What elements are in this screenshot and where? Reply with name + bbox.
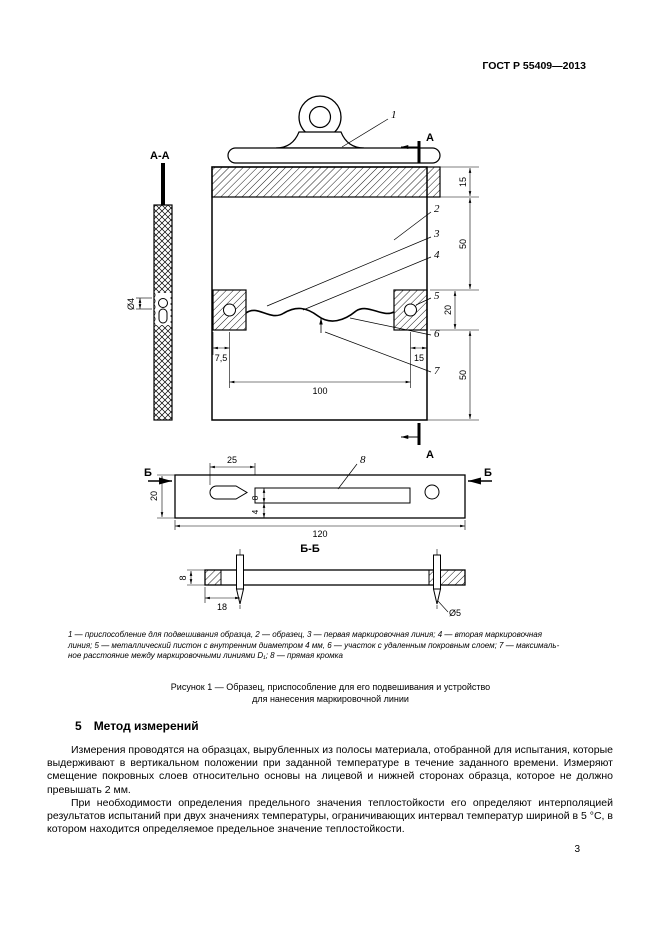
page-number: 3 — [574, 844, 580, 855]
legend-line-3: ное расстояние между маркировочными лини… — [68, 651, 343, 660]
dim-edge-width: 20 — [149, 491, 159, 501]
figure-legend: 1 — приспособление для подвешивания обра… — [68, 630, 598, 662]
callout-5-label: 5 — [434, 290, 440, 302]
hatched-grip-strip — [211, 166, 441, 198]
section-mark-a-bottom: А — [401, 423, 434, 461]
section-5-heading: 5 Метод измерений — [75, 719, 199, 733]
section-view-bb — [204, 549, 466, 609]
dims-bb: 8 18 Ø5 — [178, 569, 461, 618]
dim-right-offset: 15 — [414, 353, 424, 363]
callout-2-label: 2 — [434, 203, 440, 215]
section-mark-b-left: Б — [144, 467, 172, 485]
section-bb-label: Б-Б — [300, 543, 320, 555]
dim-edge-notch: 25 — [227, 455, 237, 465]
callout-1-label: 1 — [391, 109, 397, 121]
callout-4-label: 4 — [434, 249, 440, 261]
section-b-left-label: Б — [144, 467, 152, 479]
dims-bottom: 7,5 15 100 — [212, 332, 428, 396]
legend-line-2: линия; 5 — металлический пистон с внутре… — [68, 640, 560, 650]
dim-slot-width: 8 — [251, 495, 260, 500]
piston-right — [393, 289, 428, 331]
section-mark-b-right: Б — [468, 467, 492, 485]
section-b-right-label: Б — [484, 467, 492, 479]
dims-right: 15 50 20 50 — [427, 166, 479, 421]
straight-edge-view — [174, 474, 466, 519]
section-a-top-label: А — [426, 132, 434, 144]
figure-caption: Рисунок 1 — Образец, приспособление для … — [0, 681, 661, 705]
dim-lower-span: 50 — [458, 370, 468, 380]
section-5-number: 5 — [75, 719, 82, 733]
callout-3-label: 3 — [433, 228, 440, 240]
dim-hole-dia-label: Ø4 — [126, 298, 136, 310]
dim-marking-width: 100 — [312, 386, 327, 396]
dim-pin-offset: 18 — [217, 602, 227, 612]
callouts-right: 2 3 4 5 6 7 — [266, 203, 440, 377]
callout-6-label: 6 — [434, 328, 440, 340]
callout-1: 1 — [341, 109, 397, 148]
section-a-bottom-label: А — [426, 449, 434, 461]
keyhole-slot — [209, 485, 248, 500]
dim-strip-height: 15 — [458, 177, 468, 187]
section-aa-label: А-А — [150, 150, 170, 162]
piston-left — [212, 289, 247, 331]
suspension-device — [227, 95, 441, 164]
dim-piston-height: 20 — [443, 305, 453, 315]
callout-7-label: 7 — [434, 365, 440, 377]
figure-caption-line-1: Рисунок 1 — Образец, приспособление для … — [170, 682, 491, 692]
dim-pin-dia: Ø5 — [449, 608, 461, 618]
dim-hole-dia: Ø4 — [126, 297, 152, 310]
doc-number: ГОСТ Р 55409—2013 — [482, 60, 586, 72]
legend-line-1: 1 — приспособление для подвешивания обра… — [68, 630, 542, 639]
dim-slot-foot: 4 — [251, 509, 260, 514]
figure-1-drawing: 1 А А А-А Ø4 — [126, 95, 492, 618]
callout-8: 8 — [337, 454, 366, 490]
edge-hole — [424, 484, 440, 500]
paragraph-measurements: Измерения проводятся на образцах, вырубл… — [47, 744, 613, 796]
dim-edge-length: 120 — [312, 529, 327, 539]
callout-8-label: 8 — [360, 454, 366, 466]
paragraph-interpolation: При необходимости определения предельног… — [47, 796, 613, 836]
dim-upper-span: 50 — [458, 239, 468, 249]
wavy-marking-line — [245, 307, 395, 322]
section-5-body: Измерения проводятся на образцах, вырубл… — [47, 744, 613, 836]
dim-left-offset: 7,5 — [215, 353, 228, 363]
pin-right — [432, 554, 442, 605]
section-mark-a-top: А — [401, 132, 434, 163]
dim-bar-thickness: 8 — [178, 575, 188, 580]
dims-straight-edge: 25 20 8 4 120 — [149, 455, 466, 539]
pin-left — [235, 554, 245, 605]
section-view-aa: А-А — [150, 150, 173, 421]
specimen-body — [211, 166, 441, 421]
figure-caption-line-2: для нанесения маркировочной линии — [252, 694, 409, 704]
section-5-title: Метод измерений — [93, 719, 199, 733]
